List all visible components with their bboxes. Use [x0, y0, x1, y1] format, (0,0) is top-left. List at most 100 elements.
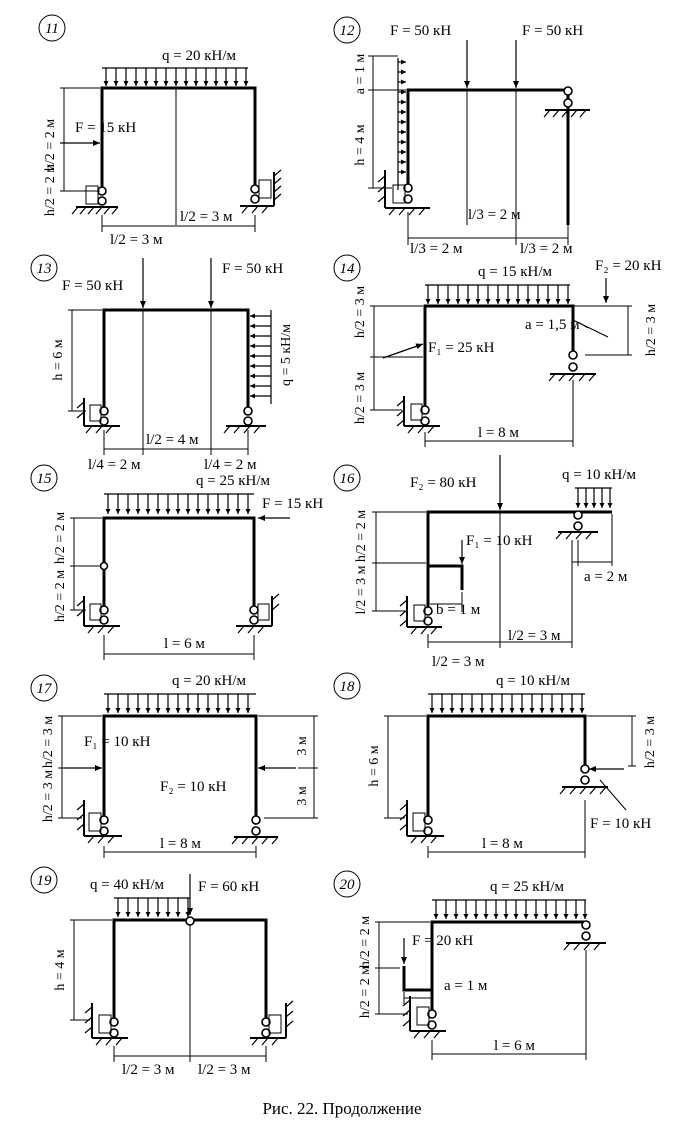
panel-11: 11 q = 20 кН/м F = 15 кН — [38, 14, 282, 248]
dimension-lines — [375, 921, 587, 1060]
pinned-support-left — [399, 596, 442, 635]
angle-marker — [572, 319, 609, 338]
panel-number-circle — [333, 254, 361, 282]
panel-number-circle — [30, 464, 58, 492]
force-label: F = 10 кН — [590, 816, 651, 832]
roller-support-right — [548, 350, 596, 382]
load-label-q: q = 20 кН/м — [162, 48, 236, 64]
pinned-support-right — [240, 169, 282, 214]
force-label-1: F = 50 кН — [390, 23, 451, 39]
panel-number: 14 — [340, 261, 356, 277]
dimension-lines — [60, 87, 256, 232]
panel-number: 17 — [37, 681, 54, 697]
distributed-load — [397, 58, 406, 190]
force-leader — [599, 779, 627, 811]
distributed-load — [104, 693, 256, 713]
panel-17: 17 q = 20 кН/м F₁ = 10 кН F₂ = 10 кН — [30, 673, 318, 858]
dimension-lines — [370, 305, 632, 447]
dim-l4-left: l/4 = 2 м — [88, 457, 141, 473]
frame — [102, 308, 250, 410]
panel-number: 13 — [37, 261, 52, 277]
dimension-lines — [58, 715, 318, 858]
dimension-lines — [384, 715, 636, 858]
pinned-support-left — [396, 396, 440, 434]
force-label-2: F = 50 кН — [522, 23, 583, 39]
dim-l2: l/2 = 4 м — [146, 432, 199, 448]
panel-20: 20 q = 25 кН/м F = 20 кН — [333, 870, 606, 1060]
panel-14: 14 q = 15 кН/м F₂ = 20 кН F₁ = 25 кН a =… — [333, 254, 662, 447]
force-label: F = 60 кН — [198, 879, 259, 895]
frame — [423, 304, 575, 408]
dim-l2-right: l/2 = 3 м — [508, 628, 561, 644]
panel-number-circle — [333, 870, 361, 898]
distributed-load — [425, 284, 571, 304]
distributed-load — [250, 310, 272, 404]
dim-h-upper: h/2 = 3 м — [353, 286, 368, 338]
distributed-load — [102, 67, 249, 86]
dim-l2-right: l/2 = 3 м — [198, 1062, 251, 1078]
force-label-f1: F₁ = 25 кН — [428, 340, 495, 356]
panel-13: 13 F = 50 кН F = 50 кН q = 5 кН/м — [30, 254, 294, 473]
dim-h-lower: l/2 = 3 м — [354, 565, 369, 614]
frame — [102, 714, 258, 818]
dim-l-left: l/2 = 3 м — [110, 232, 163, 248]
pinned-support-left — [76, 800, 122, 844]
pinned-support-right — [250, 1000, 294, 1046]
distributed-load — [428, 693, 585, 713]
dim-b: b = 1 м — [436, 602, 481, 618]
frame — [100, 86, 257, 190]
intermediate-hinge — [99, 561, 109, 571]
force-label: F = 15 кН — [262, 496, 323, 512]
dim-h-lower: h/2 = 3 м — [353, 372, 368, 424]
force-label-f2: F₂ = 80 кН — [410, 475, 477, 491]
dim-l2-left: l/2 = 3 м — [432, 654, 485, 670]
load-label-q: q = 25 кН/м — [196, 473, 270, 489]
roller-support — [555, 510, 598, 540]
dim-h-upper: h/2 = 2 м — [53, 512, 68, 564]
pinned-support-left — [76, 596, 120, 634]
panel-15: 15 q = 25 кН/м F = 15 кН — [30, 464, 323, 660]
dim-l-right: l/2 = 3 м — [180, 209, 233, 225]
roller-support-right — [543, 86, 590, 118]
frame — [102, 516, 256, 608]
panel-number-circle — [333, 464, 361, 492]
load-label-q: q = 40 кН/м — [90, 877, 164, 893]
distributed-load — [432, 899, 588, 919]
frame — [426, 714, 587, 818]
roller-support-right — [231, 815, 279, 845]
panel-number-circle — [38, 14, 66, 42]
dim-h-lower: h/2 = 3 м — [41, 770, 56, 822]
dim-l3-middle: l/3 = 2 м — [468, 207, 521, 223]
pinned-support-right — [223, 406, 266, 434]
dim-h: h = 4 м — [53, 949, 68, 990]
dim-l2-left: l/2 = 3 м — [122, 1062, 175, 1078]
dim-h-upper: h/2 = 2 м — [358, 916, 373, 968]
force-label-f1: F₁ = 10 кН — [84, 734, 151, 750]
frame — [430, 920, 586, 1012]
dim-l: l = 8 м — [478, 425, 519, 441]
dim-right-upper: 3 м — [295, 736, 310, 756]
pinned-support-left — [377, 170, 430, 216]
dim-h-lower: h/2 = 2 м — [43, 164, 58, 216]
dim-h-upper: h/2 = 3 м — [41, 716, 56, 768]
panel-number: 18 — [340, 679, 356, 695]
dim-h-right: h/2 = 3 м — [644, 304, 659, 356]
dim-a: a = 2 м — [584, 569, 628, 585]
dim-h-lower: h/2 = 2 м — [358, 966, 373, 1018]
force-label-f2: F₂ = 10 кН — [160, 779, 227, 795]
force-label-f2: F₂ = 20 кН — [595, 258, 662, 274]
load-label-q: q = 15 кН/м — [478, 264, 552, 280]
dim-l: l = 8 м — [482, 836, 523, 852]
panel-19: 19 q = 40 кН/м F = 60 кН — [30, 866, 294, 1078]
load-label-q: q = 10 кН/м — [562, 467, 636, 483]
dimension-lines — [372, 511, 613, 648]
panel-number: 19 — [37, 873, 53, 889]
pinned-support-left — [84, 1003, 128, 1046]
dim-h: h = 6 м — [51, 339, 66, 380]
force-label: F = 15 кН — [75, 120, 136, 136]
distributed-load — [575, 487, 613, 508]
bracket — [428, 564, 464, 590]
load-label-q: q = 20 кН/м — [172, 673, 246, 689]
force-arrow-f1 — [382, 343, 424, 359]
